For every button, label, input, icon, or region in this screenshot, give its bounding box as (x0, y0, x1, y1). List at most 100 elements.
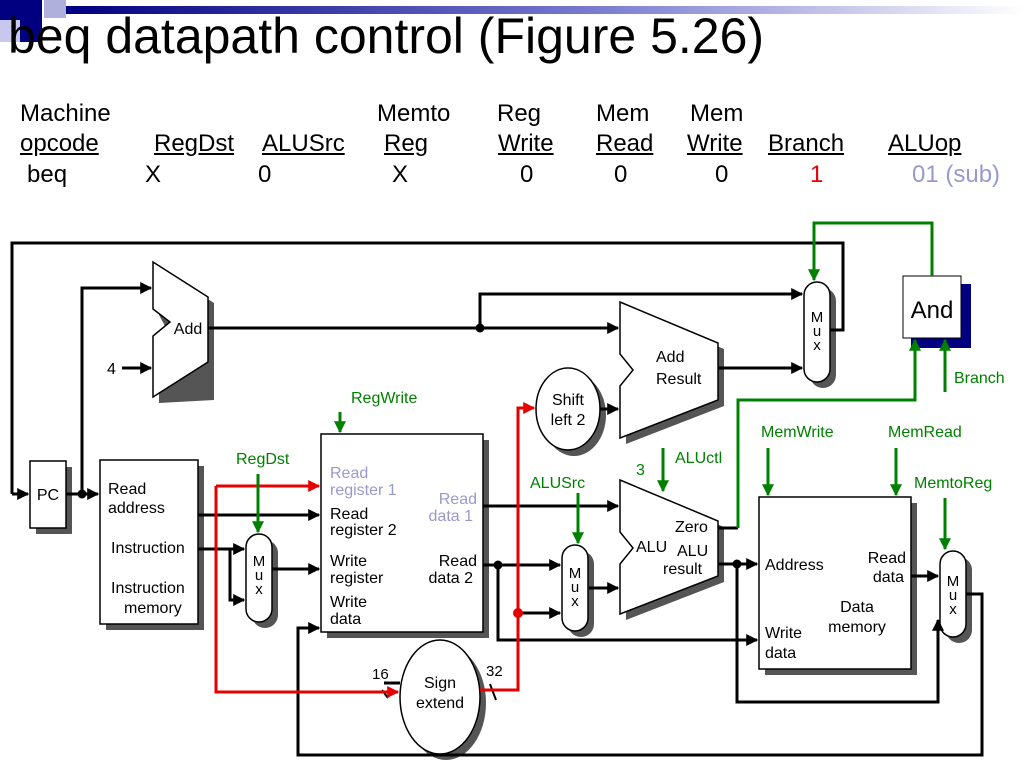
dmem-write-data-b: data (765, 645, 796, 662)
signal-aluctl-bits: 3 (636, 462, 645, 479)
alu-zero-label: Zero (675, 519, 708, 536)
regs-read-data1-a: Read (439, 491, 477, 508)
alu: ALU Zero ALU result (619, 478, 724, 620)
value-regdst: X (145, 161, 162, 188)
red-junction-dot (513, 608, 523, 618)
svg-text:x: x (813, 337, 821, 354)
dmem-read-data-b: data (873, 569, 904, 586)
control-signal-wires (252, 221, 951, 551)
svg-text:x: x (949, 601, 957, 618)
alu-label: ALU (636, 539, 667, 556)
shift-line2: left 2 (551, 412, 586, 429)
svg-text:M: M (811, 309, 824, 326)
active-instruction-wires (214, 402, 536, 698)
regs-read-reg1-a: Read (330, 465, 368, 482)
svg-text:x: x (571, 593, 579, 610)
bits-16-label: 16 (372, 666, 389, 683)
decor-square-2 (44, 0, 66, 18)
header-regdst: RegDst (154, 130, 235, 157)
regs-read-reg2-a: Read (330, 506, 368, 523)
instruction-memory: Read address Instruction Instruction mem… (99, 459, 204, 630)
svg-text:M: M (569, 565, 582, 582)
signal-branch: Branch (954, 370, 1005, 387)
constant-4: 4 (107, 361, 116, 378)
value-memread: 0 (614, 161, 628, 188)
imem-instruction-label: Instruction (111, 540, 185, 557)
signal-memtoreg: MemtoReg (914, 475, 992, 492)
register-file: Read register 1 Read register 2 Write re… (320, 433, 489, 638)
header-memtoreg-line1: Memto (377, 100, 451, 127)
dmem-address: Address (765, 557, 824, 574)
header-regwrite-line2: Write (498, 130, 554, 157)
header-memtoreg-line2: Reg (384, 130, 429, 157)
junction-dots (77, 323, 742, 570)
dmem-read-data-a: Read (868, 550, 906, 567)
mux-branch: M u x (803, 281, 836, 388)
regs-write-reg-a: Write (330, 553, 367, 570)
bits-32-label: 32 (486, 663, 503, 680)
regs-write-data-a: Write (330, 594, 367, 611)
imem-address-label: address (108, 500, 165, 517)
signal-aluctl: ALUctl (675, 450, 722, 467)
sign-extend-line1: Sign (424, 675, 456, 692)
mux-memtoreg: M u x (939, 550, 972, 643)
header-memread-line1: Mem (596, 100, 650, 127)
header-machine-line1: Machine (20, 100, 111, 127)
imem-name-line2: memory (124, 600, 182, 617)
sign-extend-line2: extend (416, 695, 464, 712)
signal-memread: MemRead (888, 424, 962, 441)
signal-alusrc: ALUSrc (530, 475, 585, 492)
header-alusrc: ALUSrc (262, 130, 345, 157)
svg-text:u: u (949, 587, 957, 604)
decor-square-3 (0, 20, 20, 42)
signal-memwrite: MemWrite (761, 424, 834, 441)
pc-register: PC (29, 460, 72, 534)
dmem-name-line1: Data (840, 599, 874, 616)
datapath-wires (10, 241, 984, 757)
page-title: beq datapath control (Figure 5.26) (8, 8, 765, 64)
regs-read-data2-b: data 2 (429, 570, 474, 587)
alu-result-line2: result (663, 561, 703, 578)
regs-read-reg2-b: register 2 (330, 522, 397, 539)
header-aluop: ALUop (888, 130, 962, 157)
mux-regdst: M u x (245, 533, 278, 628)
shift-left-2: Shift left 2 (535, 367, 606, 456)
dmem-write-data-a: Write (765, 625, 802, 642)
header-memwrite-line1: Mem (690, 100, 744, 127)
imem-name-line1: Instruction (111, 580, 185, 597)
data-memory: Address Read data Data memory Write data (758, 496, 917, 675)
header-branch: Branch (768, 130, 845, 157)
regs-read-reg1-b: register 1 (330, 482, 397, 499)
alu-result-line1: ALU (677, 543, 708, 560)
value-memwrite: 0 (715, 161, 729, 188)
signal-regwrite: RegWrite (351, 390, 417, 407)
value-opcode: beq (27, 161, 68, 188)
and-gate: And (902, 275, 971, 348)
branch-adder-label: Add (656, 349, 684, 366)
svg-text:M: M (253, 553, 266, 570)
svg-text:x: x (255, 581, 263, 598)
svg-text:u: u (813, 323, 821, 340)
control-signal-labels: RegWrite RegDst ALUSrc ALUctl 3 MemWrite… (236, 370, 1005, 492)
decor-bar (66, 6, 1024, 14)
mux-alusrc: M u x (561, 544, 594, 637)
branch-adder-result: Result (656, 371, 702, 388)
value-alusrc: 0 (258, 161, 272, 188)
svg-text:M: M (947, 573, 960, 590)
dmem-name-line2: memory (828, 619, 886, 636)
and-gate-label: And (911, 297, 954, 324)
pc-adder-label: Add (174, 321, 202, 338)
value-regwrite: 0 (520, 161, 534, 188)
header-memread-line2: Read (596, 130, 654, 157)
pc-label: PC (37, 487, 59, 504)
regs-read-data2-a: Read (439, 553, 477, 570)
imem-read-label: Read (108, 481, 146, 498)
shift-line1: Shift (552, 392, 585, 409)
branch-adder: Add Result (619, 300, 724, 444)
regs-write-data-b: data (330, 611, 361, 628)
header-regwrite-line1: Reg (497, 100, 542, 127)
regs-read-data1-b: data 1 (429, 508, 474, 525)
svg-text:u: u (571, 579, 579, 596)
regs-write-reg-b: register (330, 570, 384, 587)
